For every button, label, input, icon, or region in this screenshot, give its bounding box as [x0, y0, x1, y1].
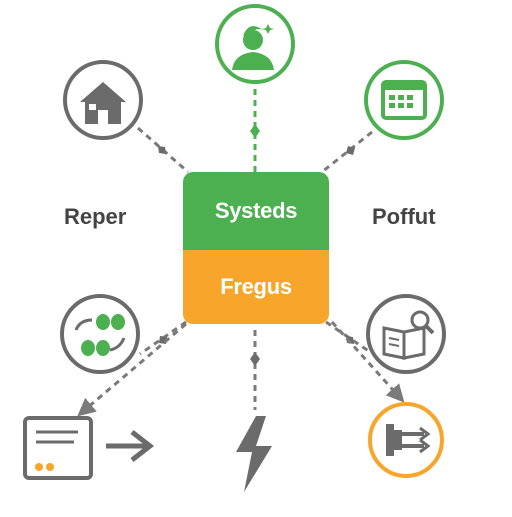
connector-bottom-left: [139, 320, 187, 356]
hub-top-label: Systeds: [214, 198, 298, 223]
connector-bottom-center-diamond: [250, 352, 260, 366]
process-loop-icon: [74, 314, 126, 356]
connector-top-left-diamond: [158, 146, 166, 154]
calendar-icon: [381, 80, 427, 120]
export-icon: [386, 424, 431, 456]
export-node: [368, 402, 444, 478]
process-loop-node: [60, 294, 140, 374]
home-node: [63, 60, 143, 140]
home-icon: [80, 82, 126, 124]
document-icon: [23, 416, 93, 480]
hub-bottom-label: Fregus: [220, 274, 292, 299]
lightning-icon: [236, 416, 272, 492]
hub-bottom-block: Fregus: [183, 250, 329, 324]
connector-top-right-diamond: [346, 146, 355, 155]
arrow-right-icon: [106, 430, 155, 462]
book-search-node: [366, 294, 446, 374]
book-search-icon: [382, 310, 435, 360]
hub-top-block: Systeds: [183, 172, 329, 250]
document-node: [23, 416, 155, 480]
left-label: Reper: [64, 204, 127, 229]
lightning-node: [236, 416, 272, 492]
user-icon: [232, 24, 274, 70]
calendar-node: [364, 60, 444, 140]
connector-far-bottom-left: [77, 322, 187, 417]
right-label: Poffut: [372, 204, 436, 229]
user-node: [215, 4, 295, 84]
connector-top-diamond: [250, 124, 260, 138]
